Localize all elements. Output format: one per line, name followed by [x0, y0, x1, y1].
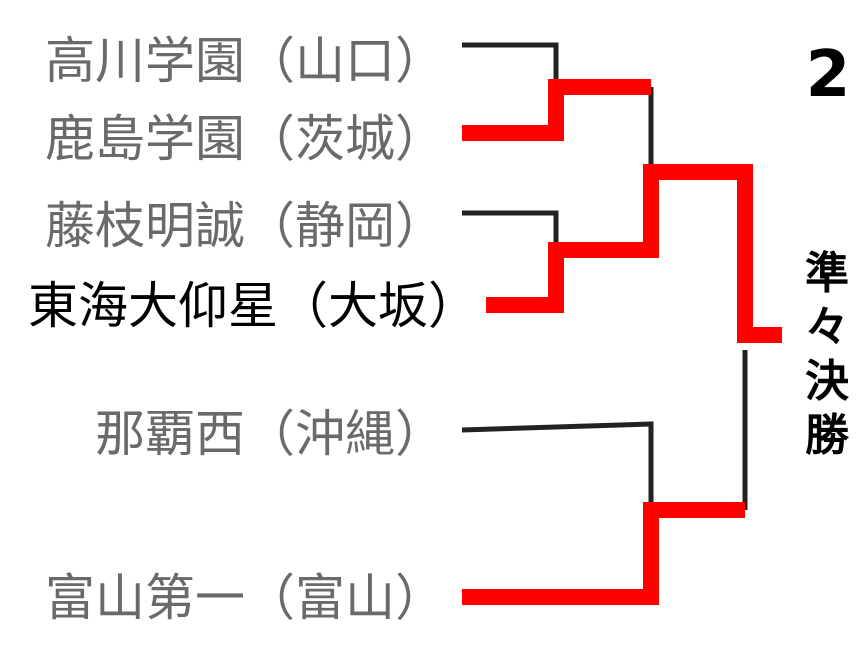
- bracket-line-team-5: [461, 421, 654, 510]
- team-label: 鹿島学園（茨城）: [45, 110, 445, 168]
- block-number: 2: [806, 38, 851, 112]
- team-label: 那覇西（沖縄）: [95, 405, 445, 463]
- team-prefecture: （沖縄）: [245, 405, 445, 463]
- team-label: 藤枝明誠（静岡）: [45, 197, 445, 255]
- team-label: 東海大仰星（大坂）: [28, 277, 478, 335]
- team-prefecture: （静岡）: [245, 197, 445, 255]
- team-name: 東海大仰星: [28, 277, 278, 335]
- team-name: 鹿島学園: [45, 110, 245, 168]
- team-prefecture: （山口）: [245, 32, 445, 90]
- team-prefecture: （富山）: [245, 569, 445, 627]
- team-name: 那覇西: [95, 405, 245, 463]
- team-name: 藤枝明誠: [45, 197, 245, 255]
- round-label-char: 勝: [805, 410, 850, 461]
- team-label: 高川学園（山口）: [45, 32, 445, 90]
- team-list: 高川学園（山口） 鹿島学園（茨城） 藤枝明誠（静岡） 東海大仰星（大坂） 那覇西…: [28, 32, 478, 627]
- team-name: 高川学園: [45, 32, 245, 90]
- losing-bracket-lines: [461, 42, 748, 510]
- bracket-line-team-3: [462, 210, 559, 250]
- round-label-char: 々: [805, 302, 849, 353]
- team-label: 富山第一（富山）: [45, 569, 445, 627]
- team-name: 富山第一: [45, 569, 245, 627]
- winner-path-team-2: [462, 79, 651, 141]
- round-label-char: 決: [805, 356, 849, 407]
- winning-bracket-lines: [462, 79, 782, 605]
- team-prefecture: （茨城）: [245, 110, 445, 168]
- winner-path-team-6: [462, 502, 745, 605]
- winner-path-team-4: [486, 164, 782, 343]
- bracket-line-team-1: [462, 42, 559, 79]
- round-label-char: 準: [805, 248, 849, 299]
- team-prefecture: （大坂）: [278, 277, 478, 335]
